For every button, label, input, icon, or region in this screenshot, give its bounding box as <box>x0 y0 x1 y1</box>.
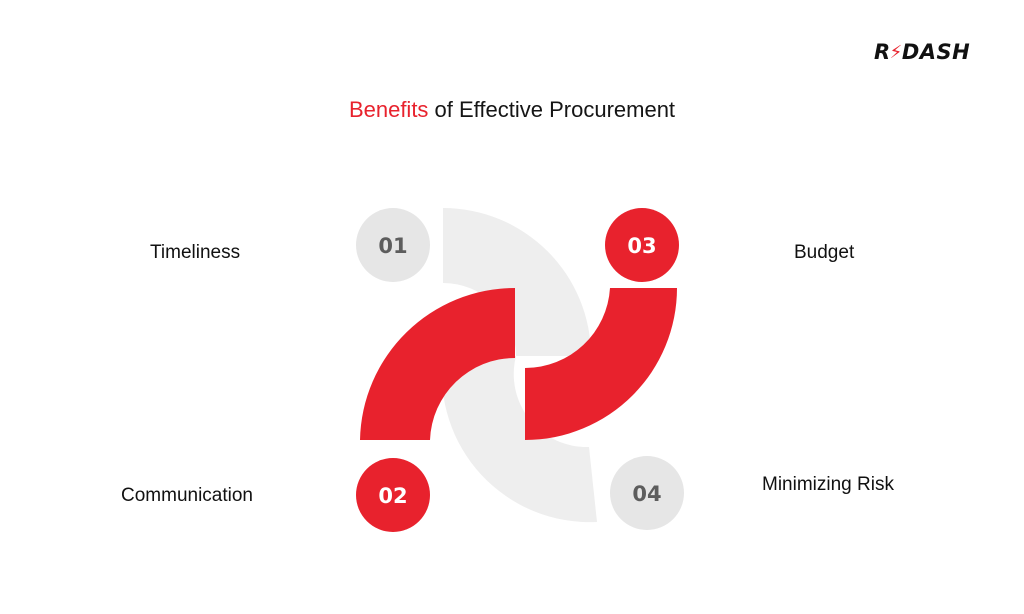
title-accent: Benefits <box>348 97 429 122</box>
step-01-label: Timeliness <box>150 242 241 263</box>
title-rest: of Effective Procurement <box>428 97 676 122</box>
gray-arc-upper <box>443 208 591 356</box>
step-03-badge: 03 <box>605 208 679 282</box>
step-02-number: 02 <box>378 484 407 508</box>
red-arc-right <box>525 288 677 440</box>
step-01-number: 01 <box>378 234 407 258</box>
logo-text-left: R <box>874 40 891 64</box>
step-02-badge: 02 <box>356 458 430 532</box>
step-04-badge: 04 <box>610 456 684 530</box>
gray-arc-lower <box>441 356 597 523</box>
brand-logo: R ⚡ DASH <box>874 40 970 64</box>
logo-text-right: DASH <box>901 40 971 64</box>
step-02-label: Communication <box>121 485 253 506</box>
step-03-circle <box>605 208 679 282</box>
step-04-number: 04 <box>632 482 661 506</box>
step-03-number: 03 <box>627 234 656 258</box>
step-02-circle <box>356 458 430 532</box>
step-04-circle <box>610 456 684 530</box>
step-01-circle <box>356 208 430 282</box>
step-03-label: Budget <box>794 242 855 263</box>
step-04-label: Minimizing Risk <box>762 474 894 495</box>
step-01-badge: 01 <box>356 208 430 282</box>
lightning-bolt-icon: ⚡ <box>889 41 903 63</box>
page-title: Benefits of Effective Procurement <box>0 97 1024 123</box>
red-arc-left <box>360 288 515 440</box>
